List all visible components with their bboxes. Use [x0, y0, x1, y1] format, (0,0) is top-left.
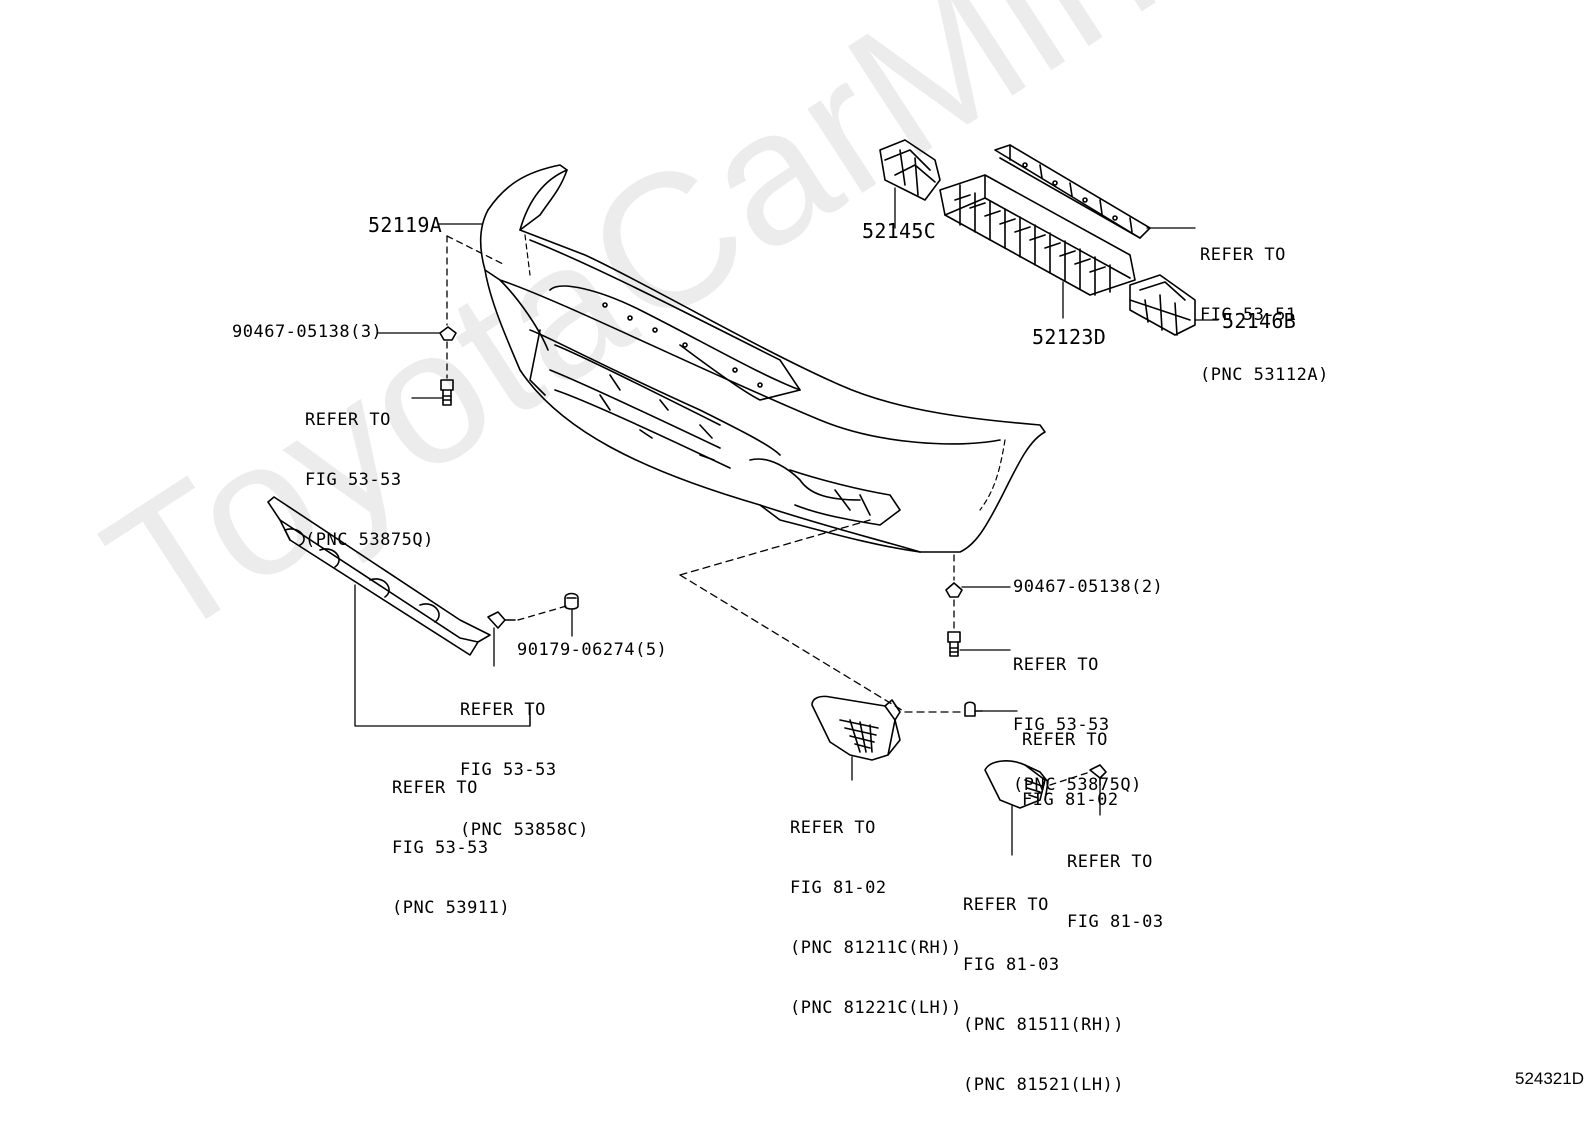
ref-fig-81-03-lamp[interactable]: REFER TO FIG 81-03 (PNC 81511(RH)) (PNC …: [963, 895, 1125, 1095]
bumper-exploded-drawing: [267, 139, 1219, 856]
ref-fig-53-51[interactable]: REFER TO FIG 53-51 (PNC 53112A): [1200, 245, 1329, 385]
ref-fig-53-53-right[interactable]: REFER TO FIG 53-53 (PNC 53875Q): [1013, 655, 1142, 795]
lower-cover-drawing: [267, 496, 491, 656]
part-label-52146b[interactable]: 52146B: [1222, 309, 1297, 333]
front-bumper-cover-drawing: [479, 164, 1046, 553]
ref-fig-53-53-clip[interactable]: REFER TO FIG 53-53 (PNC 53858C): [460, 700, 589, 840]
bracket-52146b-drawing: [1129, 274, 1196, 336]
part-label-52145c[interactable]: 52145C: [862, 219, 937, 243]
clip-bottom-drawing: [945, 582, 963, 598]
parts-diagram-sheet: ToyotaCarMine.ru: [72, 0, 1584, 1095]
part-label-90467-05138-3[interactable]: 90467-05138(3): [232, 322, 383, 342]
fog-lamp-drawing: [811, 695, 901, 761]
diagram-code: 524321D: [1514, 1069, 1584, 1088]
lamp-bolt-81-02-drawing: [964, 701, 983, 717]
screw-drawing: [564, 592, 579, 610]
lower-clip-drawing: [487, 611, 516, 629]
absorber-52123d-drawing: [939, 174, 1136, 296]
ref-fig-81-03-bolt[interactable]: REFER TO FIG 81-03: [1067, 852, 1164, 932]
ref-fig-81-02-lamp[interactable]: REFER TO FIG 81-02 (PNC 81211C(RH)) (PNC…: [790, 818, 962, 1018]
ref-fig-53-53-top[interactable]: REFER TO FIG 53-53 (PNC 53875Q): [305, 410, 434, 550]
bolt-right-drawing: [947, 631, 961, 657]
lamp-screw-81-03-drawing: [1089, 764, 1107, 786]
part-label-52123d[interactable]: 52123D: [1032, 325, 1107, 349]
part-label-52119a[interactable]: 52119A: [368, 213, 443, 237]
ref-fig-53-53-cover[interactable]: REFER TO FIG 53-53 (PNC 53911): [392, 778, 511, 918]
bracket-52145c-drawing: [879, 139, 941, 201]
part-label-90179-06274[interactable]: 90179-06274(5): [517, 640, 668, 660]
bolt-top-drawing: [440, 379, 454, 406]
side-marker-lamp-drawing: [984, 760, 1049, 809]
part-label-90467-05138-2[interactable]: 90467-05138(2): [1013, 577, 1164, 597]
clip-top-drawing: [439, 326, 457, 341]
ref-fig-81-02-bolt[interactable]: REFER TO FIG 81-02: [1022, 730, 1119, 810]
